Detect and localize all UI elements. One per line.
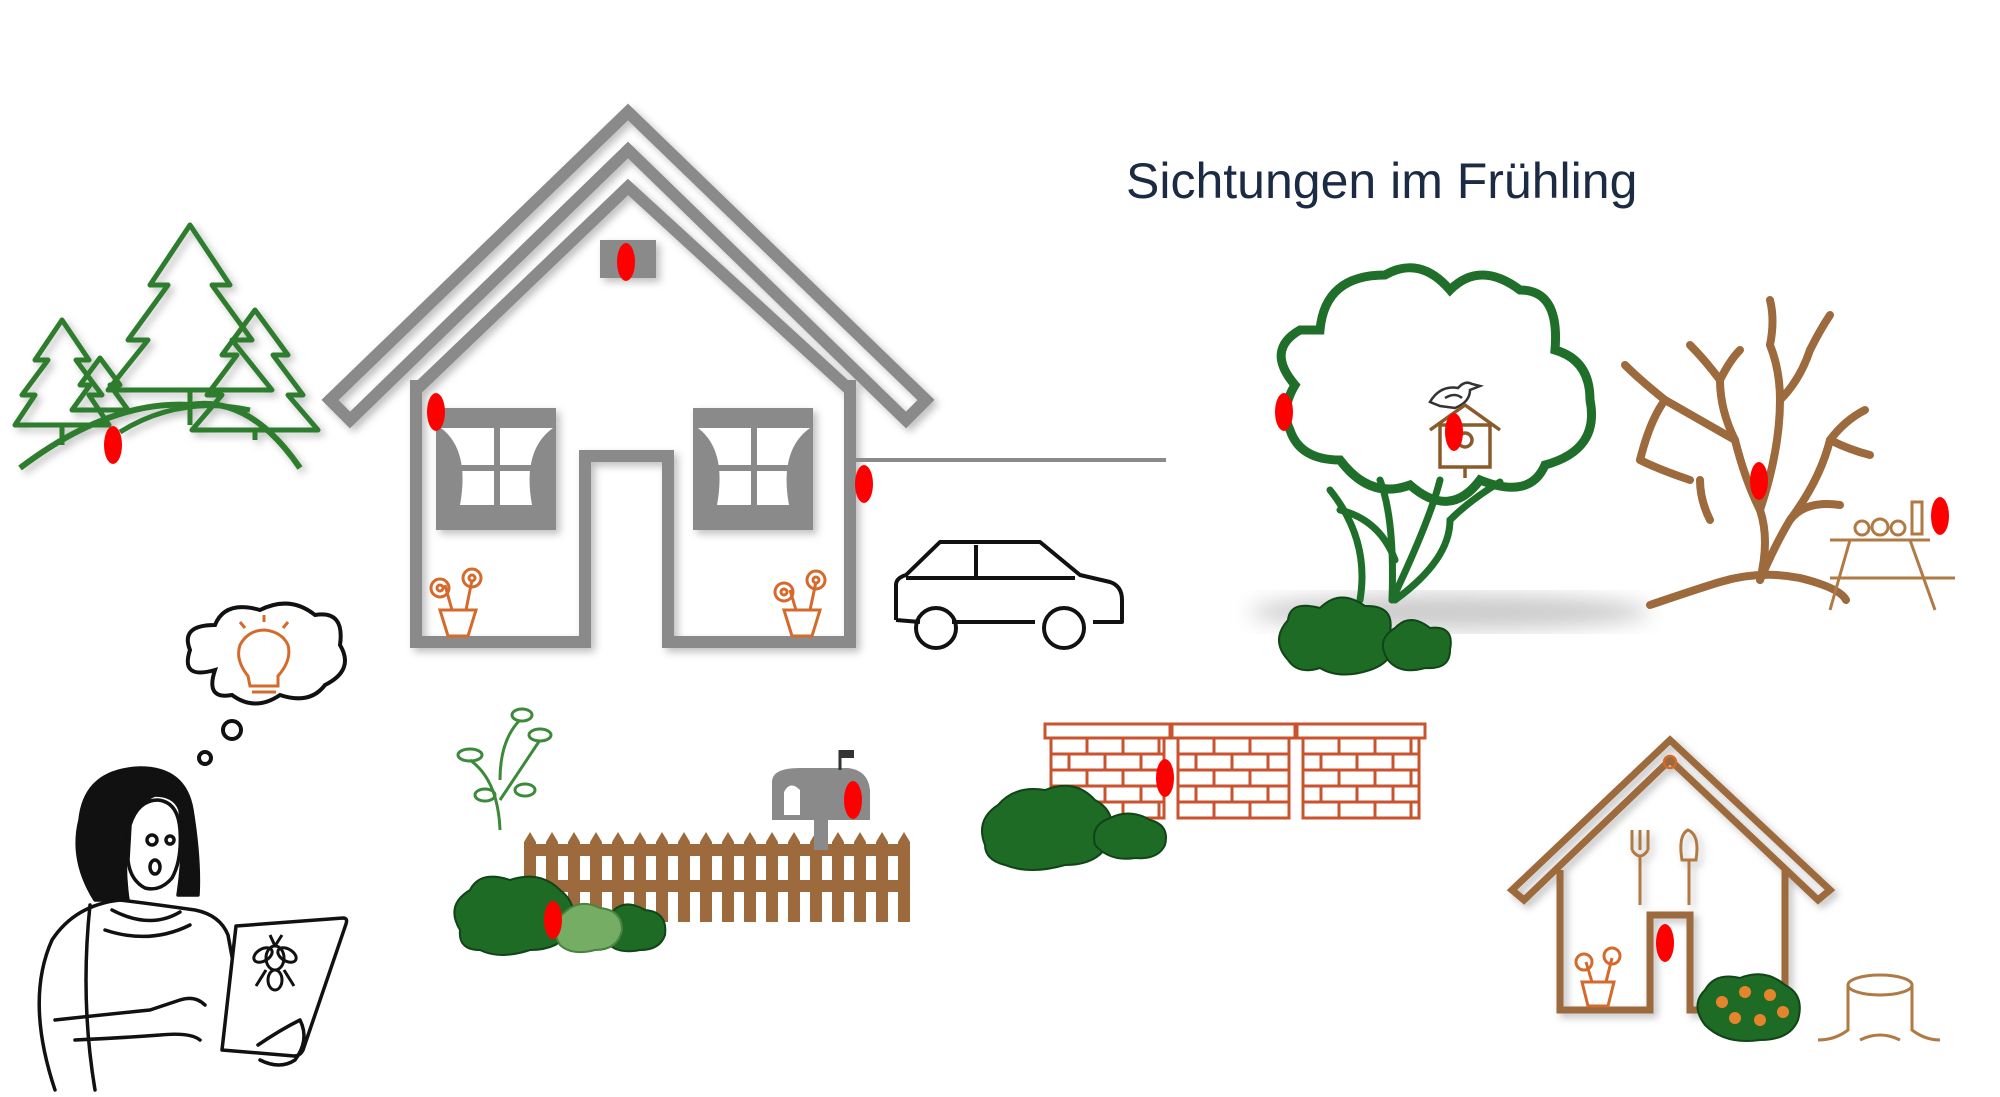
fence-picket <box>568 832 580 922</box>
house-icon <box>321 103 935 648</box>
fence-picket <box>832 832 844 922</box>
wall-panel <box>1301 736 1421 820</box>
lightbulb-icon <box>237 615 291 694</box>
fence-picket <box>678 832 690 922</box>
bush-icon <box>981 784 1167 871</box>
tree-stump-icon <box>1817 973 1941 1042</box>
fence-picket <box>898 832 910 922</box>
sighting-marker-house-wall-right[interactable] <box>855 465 873 503</box>
wall-cap <box>1043 722 1172 740</box>
fence-picket <box>590 832 602 922</box>
fence-rail <box>524 844 910 856</box>
fence-picket <box>700 832 712 922</box>
plant-icon <box>456 707 553 831</box>
brick-wall-icon <box>1043 722 1427 820</box>
fence-picket <box>766 832 778 922</box>
flower-pot-icon <box>429 567 483 638</box>
flower-pot-icon <box>1574 946 1622 1008</box>
fence-picket <box>612 832 624 922</box>
sighting-marker-picnic-table[interactable] <box>1931 497 1949 535</box>
car-icon <box>894 540 1124 650</box>
sighting-marker-garden-shed[interactable] <box>1656 924 1674 962</box>
fence-picket <box>744 832 756 922</box>
thought-bubble-icon <box>185 601 347 766</box>
apple-tree-icon <box>1250 263 1650 676</box>
sighting-marker-birdhouse[interactable] <box>1445 413 1463 451</box>
bush-icon <box>554 902 624 954</box>
bird-icon <box>1428 381 1485 410</box>
sighting-marker-brick-wall[interactable] <box>1156 759 1174 797</box>
sighting-markers <box>104 243 1949 962</box>
fence-picket <box>656 832 668 922</box>
fence-picket <box>722 832 734 922</box>
flower-bush-icon <box>1696 973 1801 1042</box>
sighting-marker-bare-tree[interactable] <box>1750 462 1768 500</box>
woman-with-tablet-icon <box>37 766 349 1092</box>
sighting-marker-mailbox[interactable] <box>844 781 862 819</box>
fence-picket <box>810 832 822 922</box>
bare-tree-icon <box>1621 296 1874 609</box>
bush-icon <box>1278 596 1452 676</box>
flower-pot-icon <box>773 569 827 638</box>
sighting-marker-apple-tree[interactable] <box>1275 393 1293 431</box>
scene-title: Sichtungen im Frühling <box>1126 153 1637 209</box>
sighting-marker-garden-bush[interactable] <box>544 901 562 939</box>
fence-picket <box>634 832 646 922</box>
fence-picket <box>788 832 800 922</box>
sighting-marker-house-wall-left[interactable] <box>427 393 445 431</box>
sighting-marker-forest[interactable] <box>104 426 122 464</box>
wall-panel <box>1176 736 1291 820</box>
sun-icon <box>1662 754 1678 770</box>
fence-picket <box>854 832 866 922</box>
house-window-left <box>436 408 556 530</box>
wall-cap <box>1295 722 1427 740</box>
forest-icon <box>12 222 321 471</box>
fence-rail <box>524 880 910 892</box>
sighting-marker-attic[interactable] <box>617 243 635 281</box>
house-window-right <box>693 408 813 530</box>
picnic-table-icon <box>1828 500 1955 611</box>
fence-picket <box>876 832 888 922</box>
garden-shed-icon <box>1506 735 1836 1014</box>
bee-icon <box>252 934 298 992</box>
wall-cap <box>1170 722 1297 740</box>
